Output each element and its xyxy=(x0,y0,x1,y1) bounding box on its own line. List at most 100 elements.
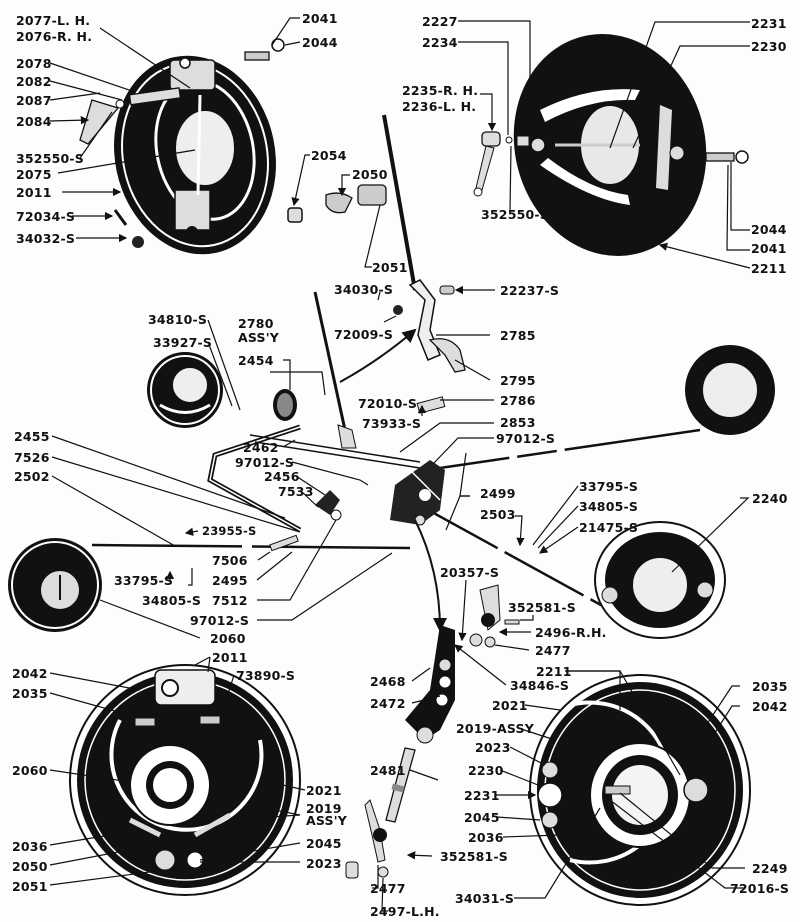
part-label: 34805-S xyxy=(142,593,202,608)
part-label: 2077-L. H. xyxy=(16,13,91,28)
part-label: 2211 xyxy=(536,664,572,679)
part-label: 73933-S xyxy=(362,416,422,431)
part-label: 2011 xyxy=(212,650,248,665)
brake-rod-right-upper xyxy=(439,428,701,470)
part-label: 2019 xyxy=(306,801,342,816)
part-label: 2060 xyxy=(210,631,246,646)
left-drum-small xyxy=(147,352,223,428)
brake-rod-right-lower xyxy=(409,498,611,612)
part-label: 2035 xyxy=(752,679,788,694)
part-label: 33795-S xyxy=(114,573,174,588)
part-label: 34846-S xyxy=(510,678,570,693)
part-label: 72016-S xyxy=(730,881,790,896)
part-label: 2051 xyxy=(372,260,408,275)
part-label: 2023 xyxy=(306,856,342,871)
part-label: 2042 xyxy=(752,699,788,714)
part-label: 2234 xyxy=(422,35,458,50)
part-label: 2036 xyxy=(12,839,48,854)
part-label: 2041 xyxy=(302,11,338,26)
part-label: 2235-R. H. xyxy=(402,83,479,98)
part-label: 2780 xyxy=(238,316,274,331)
rear-left-brake xyxy=(69,664,301,896)
part-label: 2054 xyxy=(311,148,347,163)
part-label: 2050 xyxy=(352,167,388,182)
wheel-cylinder-2050 xyxy=(325,184,387,214)
part-label: 2084 xyxy=(16,114,52,129)
part-label: 2454 xyxy=(238,353,274,368)
part-label: 22237-S xyxy=(500,283,560,298)
part-label: 2087 xyxy=(16,93,52,108)
part-label: 2499 xyxy=(480,486,516,501)
part-label: 34810-S xyxy=(148,312,208,327)
front-left-backing-plate xyxy=(79,55,276,255)
part-label: 2076-R. H. xyxy=(16,29,93,44)
part-label: 2042 xyxy=(12,666,48,681)
part-label: 2249 xyxy=(752,861,788,876)
part-label: 73890-S xyxy=(236,668,296,683)
part-label: 2477 xyxy=(370,881,406,896)
part-label: 33927-S xyxy=(153,335,213,350)
part-label: 2853 xyxy=(500,415,536,430)
part-label: 2075 xyxy=(16,167,52,182)
part-label: 2023 xyxy=(475,740,511,755)
part-label: 2496-R.H. xyxy=(535,625,607,640)
part-label: 2786 xyxy=(500,393,536,408)
cross-shaft-assembly xyxy=(390,460,447,632)
adjuster-screw-2041-right xyxy=(705,150,749,164)
front-right-backing-plate xyxy=(513,34,707,256)
part-label: 2495 xyxy=(212,573,248,588)
part-label: 2481 xyxy=(370,763,406,778)
part-label: 2230 xyxy=(751,39,787,54)
part-label: 2035 xyxy=(12,686,48,701)
part-label: 2051 xyxy=(12,879,48,894)
left-rear-drum-mid xyxy=(8,538,102,632)
part-label: 2044 xyxy=(302,35,338,50)
part-label: 20357-S xyxy=(440,565,500,580)
part-label: 72034-S xyxy=(16,209,76,224)
part-label: 352581-S xyxy=(508,600,576,615)
part-label: 352550-S xyxy=(481,207,549,222)
part-label: ASS'Y xyxy=(238,330,279,345)
part-label: 2455 xyxy=(14,429,50,444)
part-label: 34030-S xyxy=(334,282,394,297)
hand-brake-lever xyxy=(382,114,466,414)
part-label: 2041 xyxy=(751,241,787,256)
parking-rod-2780 xyxy=(313,291,417,449)
part-label: 33795-S xyxy=(579,479,639,494)
part-label: 352581-S xyxy=(440,849,508,864)
right-drum-2240 xyxy=(594,521,726,639)
bracket-2468 xyxy=(405,625,455,744)
part-label: 7533 xyxy=(278,484,314,499)
part-label: 97012-S xyxy=(190,613,250,628)
lever-2497 xyxy=(345,799,389,879)
part-label: ASS'Y xyxy=(306,813,347,828)
part-label: 2477 xyxy=(535,643,571,658)
part-label: 2060 xyxy=(12,763,48,778)
shaft-2481 xyxy=(385,747,416,823)
part-label: 21475-S xyxy=(579,520,639,535)
part-label: 2045 xyxy=(306,836,342,851)
right-upper-drum xyxy=(685,345,775,435)
part-label: 2472 xyxy=(370,696,406,711)
part-label: 7512 xyxy=(212,593,248,608)
part-label: 7506 xyxy=(212,553,248,568)
part-label: 2078 xyxy=(16,56,52,71)
part-label: 2236-L. H. xyxy=(402,99,477,114)
part-label: 2036 xyxy=(468,830,504,845)
part-label: 2231 xyxy=(464,788,500,803)
part-label: 2227 xyxy=(422,14,458,29)
part-label: 2044 xyxy=(751,222,787,237)
leader-lines xyxy=(49,17,751,912)
part-label: 2240 xyxy=(752,491,788,506)
part-label: 2462 xyxy=(243,440,279,455)
part-label: 2211 xyxy=(751,261,787,276)
part-label: 2082 xyxy=(16,74,52,89)
part-label: 2468 xyxy=(370,674,406,689)
part-label: 34031-S xyxy=(455,891,515,906)
rear-right-brake xyxy=(529,674,751,906)
lever-2456 xyxy=(269,490,342,552)
brake-rod-left xyxy=(91,543,411,550)
part-label: 2785 xyxy=(500,328,536,343)
